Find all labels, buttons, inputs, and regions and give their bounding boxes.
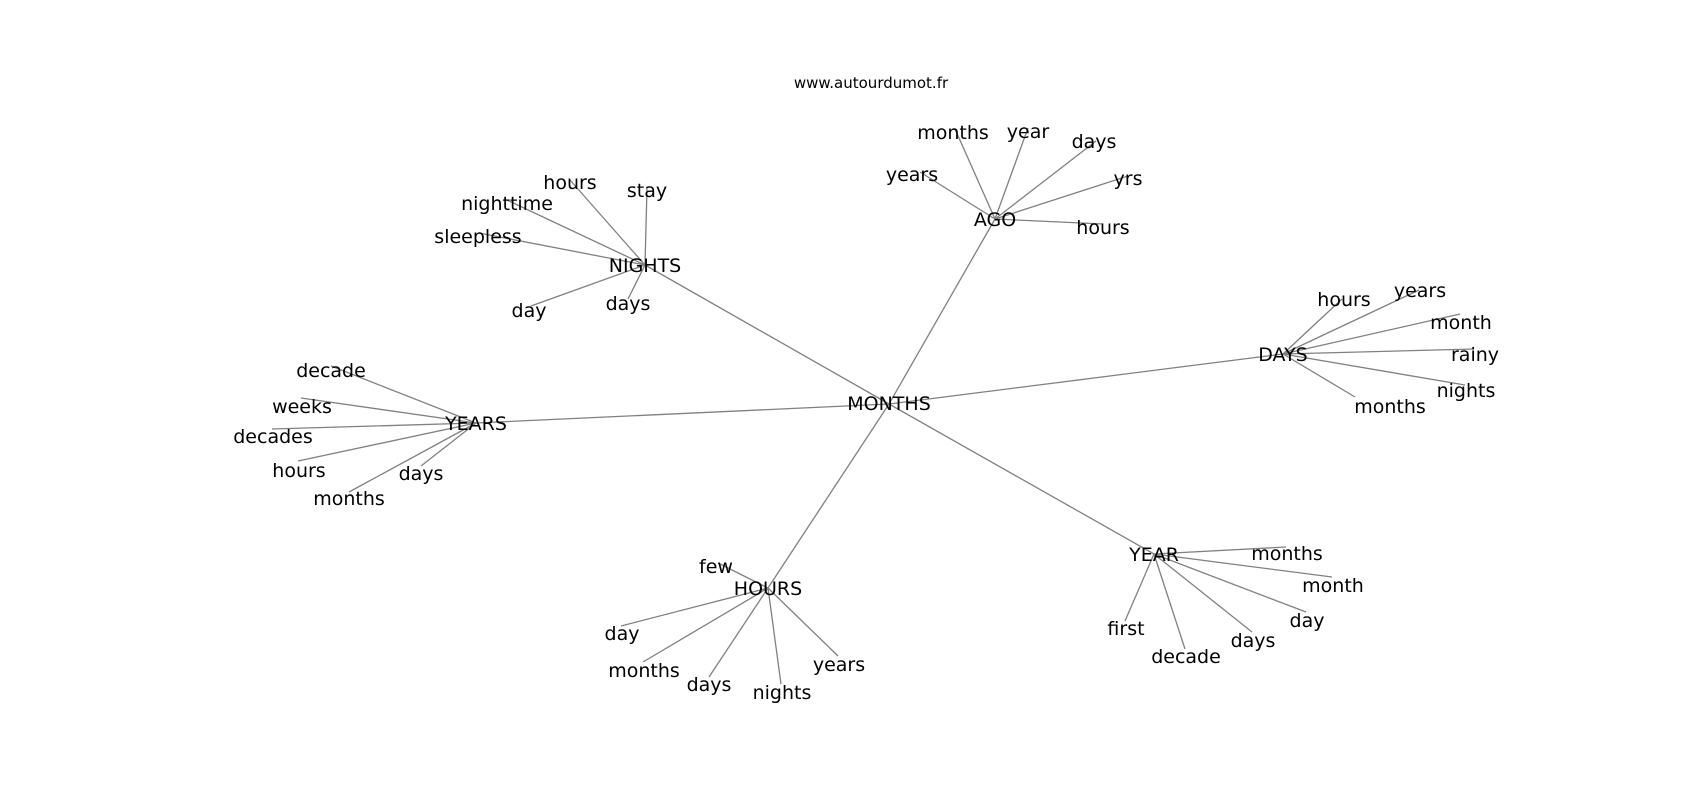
center-node-label: MONTHS: [847, 393, 931, 415]
edge-center-to-ago: [888, 218, 996, 405]
leaf-node-label: years: [886, 164, 938, 186]
branch-node-label: HOURS: [734, 578, 802, 600]
edge-center-to-year: [888, 403, 1155, 555]
leaf-node-label: few: [699, 556, 733, 578]
leaf-node-label: days: [687, 674, 732, 696]
leaf-node-label: days: [399, 463, 444, 485]
edge-days-leaf: [1282, 289, 1420, 355]
leaf-node-label: day: [605, 623, 640, 645]
leaf-node-label: day: [512, 300, 547, 322]
leaf-node-label: rainy: [1451, 344, 1499, 366]
edge-days-leaf: [1282, 298, 1343, 355]
leaf-node-label: hours: [543, 172, 596, 194]
leaf-node-label: months: [313, 488, 385, 510]
leaf-node-label: months: [608, 660, 680, 682]
site-watermark: www.autourdumot.fr: [794, 74, 949, 92]
edge-nights-leaf: [530, 264, 646, 307]
edge-year-leaf: [1153, 553, 1186, 650]
leaf-node-label: day: [1290, 610, 1325, 632]
edge-days-leaf: [1282, 353, 1466, 386]
branch-node-label: DAYS: [1258, 344, 1308, 366]
leaf-node-label: nighttime: [461, 193, 553, 215]
edge-center-to-hours: [767, 403, 890, 589]
edge-years-leaf: [348, 422, 477, 493]
leaf-node-label: nights: [1437, 380, 1496, 402]
edge-ago-leaf: [994, 140, 1097, 220]
leaf-node-label: hours: [272, 460, 325, 482]
leaf-node-label: months: [1354, 396, 1426, 418]
leaf-node-label: years: [1394, 280, 1446, 302]
edge-nights-leaf: [478, 232, 646, 266]
branch-node-label: AGO: [974, 209, 1016, 231]
leaf-node-label: yrs: [1114, 168, 1143, 190]
edge-year-leaf: [1153, 553, 1307, 613]
edge-days-leaf: [1282, 353, 1356, 398]
leaf-node-label: month: [1430, 312, 1492, 334]
edge-ago-leaf: [919, 171, 996, 220]
leaf-node-label: year: [1007, 121, 1050, 143]
edge-center-to-years: [475, 403, 890, 424]
edge-ago-leaf: [994, 218, 1104, 225]
edge-year-leaf: [1153, 546, 1287, 555]
branch-node-label: YEARS: [444, 413, 507, 435]
edge-years-leaf: [271, 422, 477, 430]
branch-node-label: NIGHTS: [609, 255, 682, 277]
edge-center-to-nights: [644, 264, 890, 405]
leaf-node-label: decade: [296, 360, 366, 382]
leaf-node-label: nights: [753, 682, 812, 704]
edge-hours-leaf: [708, 587, 769, 678]
leaf-node-label: weeks: [272, 396, 332, 418]
edge-hours-leaf: [717, 562, 769, 589]
edge-ago-leaf: [994, 127, 1029, 220]
leaf-node-label: days: [1072, 131, 1117, 153]
leaf-node-label: days: [1231, 630, 1276, 652]
edge-nights-leaf: [569, 179, 646, 266]
leaf-node-label: decade: [1151, 646, 1221, 668]
edge-years-leaf: [300, 397, 477, 424]
leaf-node-label: sleepless: [434, 226, 521, 248]
leaf-node-label: years: [813, 654, 865, 676]
leaf-node-label: months: [1251, 543, 1323, 565]
leaf-node-label: months: [917, 122, 989, 144]
edge-year-leaf: [1153, 553, 1333, 578]
edge-center-to-days: [888, 353, 1284, 405]
leaf-node-label: hours: [1076, 217, 1129, 239]
edge-days-leaf: [1282, 313, 1461, 355]
graph-edges: [271, 127, 1475, 685]
edge-year-leaf: [1124, 553, 1155, 622]
edge-hours-leaf: [642, 587, 769, 663]
leaf-node-label: days: [606, 293, 651, 315]
edge-hours-leaf: [767, 587, 782, 685]
edge-days-leaf: [1282, 348, 1475, 355]
edge-years-leaf: [297, 422, 477, 462]
branch-node-label: YEAR: [1128, 544, 1179, 566]
edge-ago-leaf: [994, 175, 1129, 220]
leaf-node-label: stay: [627, 180, 667, 202]
edge-hours-leaf: [767, 587, 839, 657]
edge-hours-leaf: [620, 587, 769, 627]
edge-nights-leaf: [644, 187, 648, 266]
edge-year-leaf: [1153, 553, 1253, 633]
leaf-node-label: decades: [233, 426, 313, 448]
edge-years-leaf: [420, 422, 477, 467]
edge-years-leaf: [330, 365, 477, 424]
leaf-node-label: month: [1302, 575, 1364, 597]
edge-nights-leaf: [506, 199, 646, 266]
edge-nights-leaf: [627, 264, 646, 300]
edge-ago-leaf: [954, 128, 996, 220]
leaf-node-label: hours: [1317, 289, 1370, 311]
leaf-node-label: first: [1107, 618, 1144, 640]
